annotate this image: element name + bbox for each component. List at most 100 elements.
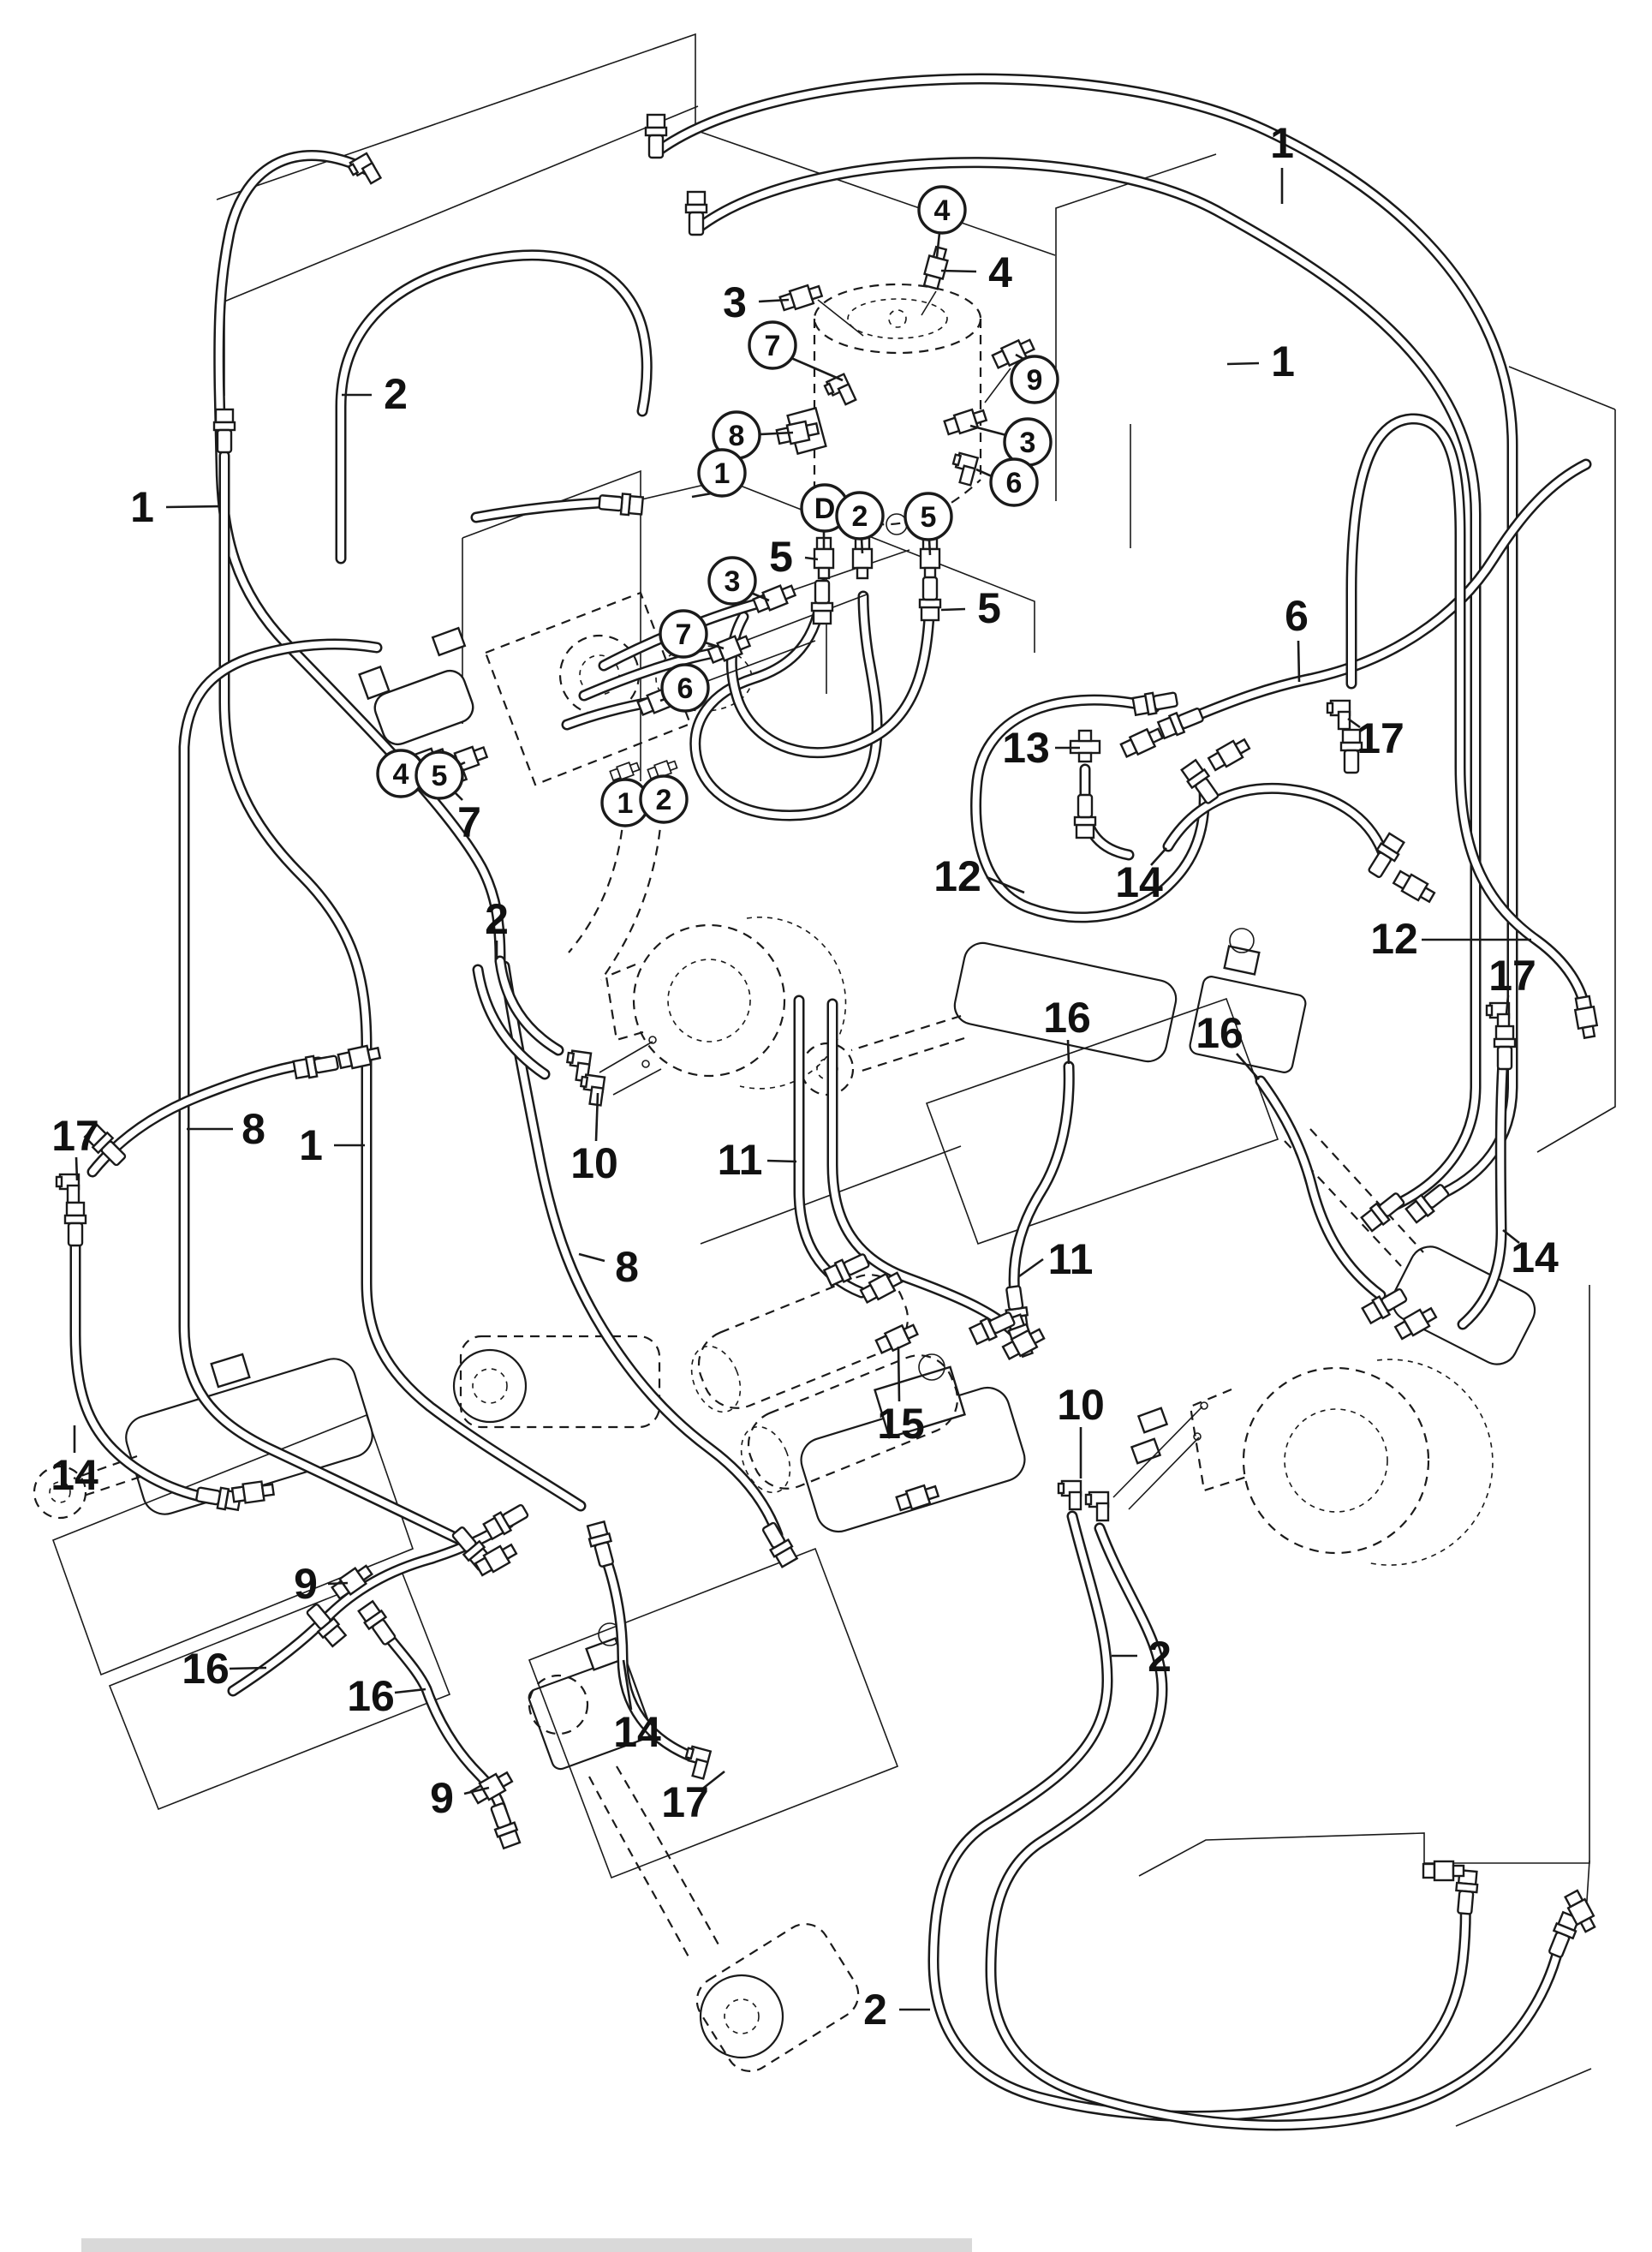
ref-number: 6 — [677, 672, 694, 705]
valve-hex-bolt — [1223, 945, 1261, 976]
ref-number: 2 — [656, 784, 672, 816]
leader-line — [804, 556, 819, 561]
hose-1-right-b — [690, 157, 1482, 1214]
cylinder-body-rear — [459, 1335, 661, 1429]
hose-14-right-lower — [1457, 1032, 1511, 1330]
part-number: 16 — [1196, 1009, 1243, 1057]
cylinder-rod — [73, 1455, 141, 1499]
hose-2-top-left — [213, 150, 506, 965]
cylinder-15-a — [697, 1274, 909, 1409]
cylinder-cap-inner — [724, 1998, 760, 2034]
leader-line — [165, 505, 220, 509]
part-number: 3 — [723, 278, 747, 326]
panel-top-left — [216, 33, 696, 200]
leader-line — [766, 1159, 797, 1163]
elbow-fitting-6 — [947, 451, 979, 487]
panel-bottom-right — [1138, 1285, 1590, 1877]
ref-number: 1 — [714, 457, 731, 490]
part-label-16: 16 — [1196, 1009, 1260, 1080]
hose-14-left-upper — [86, 1056, 325, 1178]
hidden-hose-port1 — [568, 780, 627, 953]
ref-label-1: 1 — [691, 448, 747, 499]
union-fitting-14 — [1206, 734, 1253, 774]
union-fitting — [1571, 995, 1601, 1040]
hidden-hose-port2 — [600, 780, 665, 981]
hose-12-right-loop — [1345, 413, 1592, 1020]
line-fitting9-to-pump — [984, 367, 1011, 403]
leader-line — [700, 1770, 725, 1792]
leader-line — [758, 298, 790, 303]
ref-number: 5 — [921, 501, 937, 534]
hose-end-fitting — [1131, 688, 1179, 718]
line-fitting4-to-pump — [921, 290, 937, 316]
motor-port — [648, 1036, 657, 1044]
leader-line — [935, 232, 941, 258]
panel-left-hose16 — [108, 1568, 451, 1811]
leader-line — [975, 468, 993, 478]
hose-8-diagonal — [498, 960, 784, 1541]
valve-bolt-head — [918, 1353, 945, 1381]
ref-circle — [1010, 355, 1059, 404]
union-fitting — [1118, 724, 1166, 761]
rod-clevis-pin — [49, 1481, 71, 1503]
ref-label-4: 4 — [376, 749, 426, 798]
hose-5-left — [689, 583, 883, 821]
ref-circle — [748, 320, 797, 370]
ref-number: 4 — [934, 194, 951, 227]
part-number: 9 — [294, 1560, 318, 1608]
hose-end-fitting — [584, 1520, 618, 1569]
ref-number: 3 — [1020, 427, 1036, 459]
union-fitting — [858, 1268, 905, 1306]
ref-number: 9 — [1027, 364, 1043, 397]
union-fitting — [337, 1042, 382, 1072]
ref-circle — [697, 448, 747, 498]
valve-bore-inner — [579, 654, 620, 696]
leader-line — [229, 1666, 267, 1670]
hose-14-bottom — [593, 1536, 696, 1762]
left-cylinder-group — [33, 1335, 1026, 1533]
part-number: 9 — [430, 1774, 454, 1822]
cylinder-cap — [690, 1345, 742, 1413]
part-number: 15 — [877, 1400, 925, 1448]
union-fitting-3 — [778, 281, 825, 314]
part-label-17: 17 — [1347, 714, 1404, 762]
cylinder-cap — [740, 1425, 791, 1494]
part-number: 17 — [661, 1778, 709, 1826]
hose-end-fitting — [918, 576, 942, 622]
part-number: 1 — [130, 483, 154, 531]
panel-right-edge — [1536, 409, 1616, 1153]
part-number: 1 — [1271, 338, 1295, 385]
part-label-3: 3 — [723, 278, 790, 326]
part-label-2: 2 — [1112, 1633, 1172, 1681]
hose-2-bottom-right-a — [927, 1510, 1471, 2123]
cylinder-cap — [452, 1348, 528, 1424]
hose-end-fitting — [1073, 793, 1097, 839]
panel-bottom-valve — [528, 1547, 899, 1879]
part-number: 5 — [977, 584, 1001, 632]
part-label-17: 17 — [51, 1112, 99, 1181]
part-label-14: 14 — [1502, 1228, 1559, 1281]
panel-top-left-inner — [224, 105, 699, 302]
pump-shaft — [888, 309, 907, 328]
hoses — [69, 73, 1592, 2131]
ref-circle — [414, 750, 464, 800]
ref-circle — [659, 609, 708, 659]
leader-line — [622, 1659, 633, 1711]
part-number: 6 — [1285, 592, 1309, 640]
hose-end-fitting — [1156, 703, 1207, 741]
union-fitting — [1391, 868, 1438, 907]
panel-right-of-pump — [1055, 153, 1217, 501]
union-fitting-15 — [874, 1320, 921, 1357]
ref-label-5: 5 — [414, 750, 466, 800]
valve-body — [528, 1658, 653, 1771]
leader-line — [327, 1581, 349, 1586]
leader-line — [986, 875, 1025, 894]
ref-label-9: 9 — [1010, 353, 1059, 404]
part-number: 2 — [863, 1986, 887, 2034]
leader-line — [394, 1688, 426, 1694]
ref-label-6: 6 — [659, 663, 710, 713]
hose-end-fitting — [486, 1801, 523, 1850]
ref-label-2: 2 — [639, 774, 689, 824]
